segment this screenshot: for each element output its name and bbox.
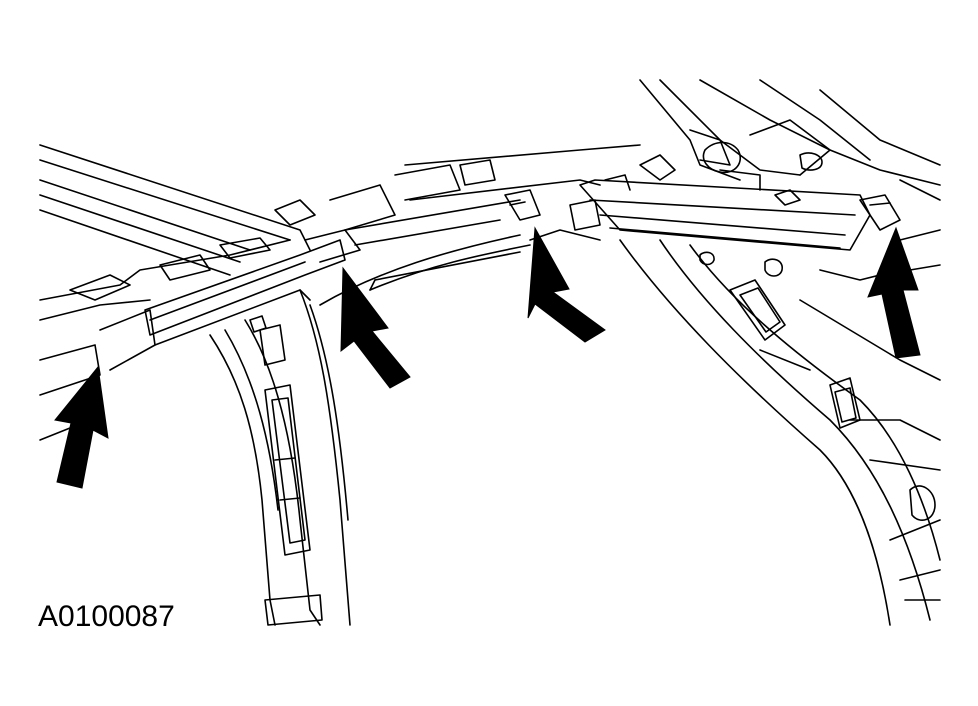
a-pillar <box>209 289 351 626</box>
arrow-a-pillar-clip <box>340 266 411 389</box>
left-roof-rail-structure <box>39 144 311 441</box>
upper-rear-body-structure <box>639 79 941 271</box>
figure-reference-code: A0100087 <box>38 600 175 633</box>
arrow-roof-rail-center-clip <box>527 226 606 343</box>
arrow-front-left-clip <box>54 365 109 489</box>
side-curtain-airbag-module <box>569 174 871 251</box>
arrow-rear-clip <box>867 226 921 359</box>
roof-header-panel <box>144 144 641 346</box>
b-pillar-structure <box>619 239 941 626</box>
